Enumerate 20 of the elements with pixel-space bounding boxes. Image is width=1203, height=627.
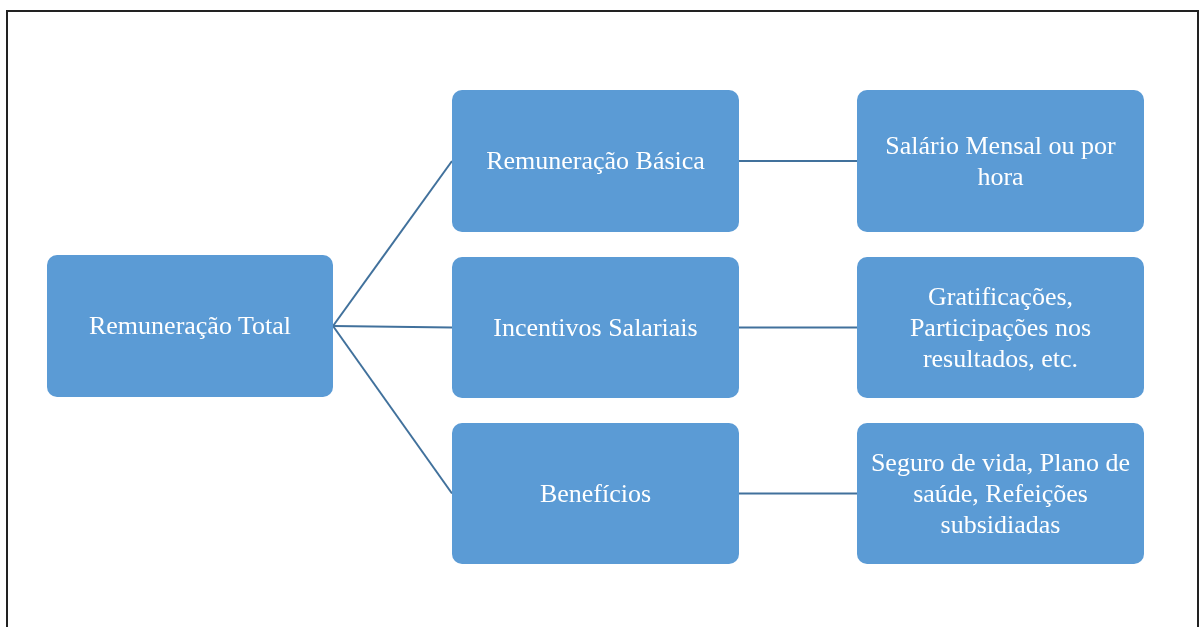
process-box [857,423,1144,564]
process-box [452,257,739,398]
box-label: Remuneração Básica [486,145,705,177]
connector-line [738,326,858,329]
box-label: Salário Mensal ou por hora [884,129,1117,193]
box-label: Gratificações, Participações nos resultados, etc. [908,280,1093,375]
box-label: Remuneração Total [89,310,291,342]
process-box [47,255,333,397]
connector-line [738,492,858,495]
process-box [857,90,1144,232]
connector-line [332,325,453,329]
connector-line [332,325,453,495]
process-box [857,257,1144,398]
connector-line [332,160,453,327]
process-box [452,423,739,564]
box-label: Incentivos Salariais [493,311,698,344]
box-label: Seguro de vida, Plano de saúde, Refeições subsidiadas [869,446,1132,541]
process-box [452,90,739,232]
connector-line [738,160,858,162]
box-label: Benefícios [539,477,652,510]
